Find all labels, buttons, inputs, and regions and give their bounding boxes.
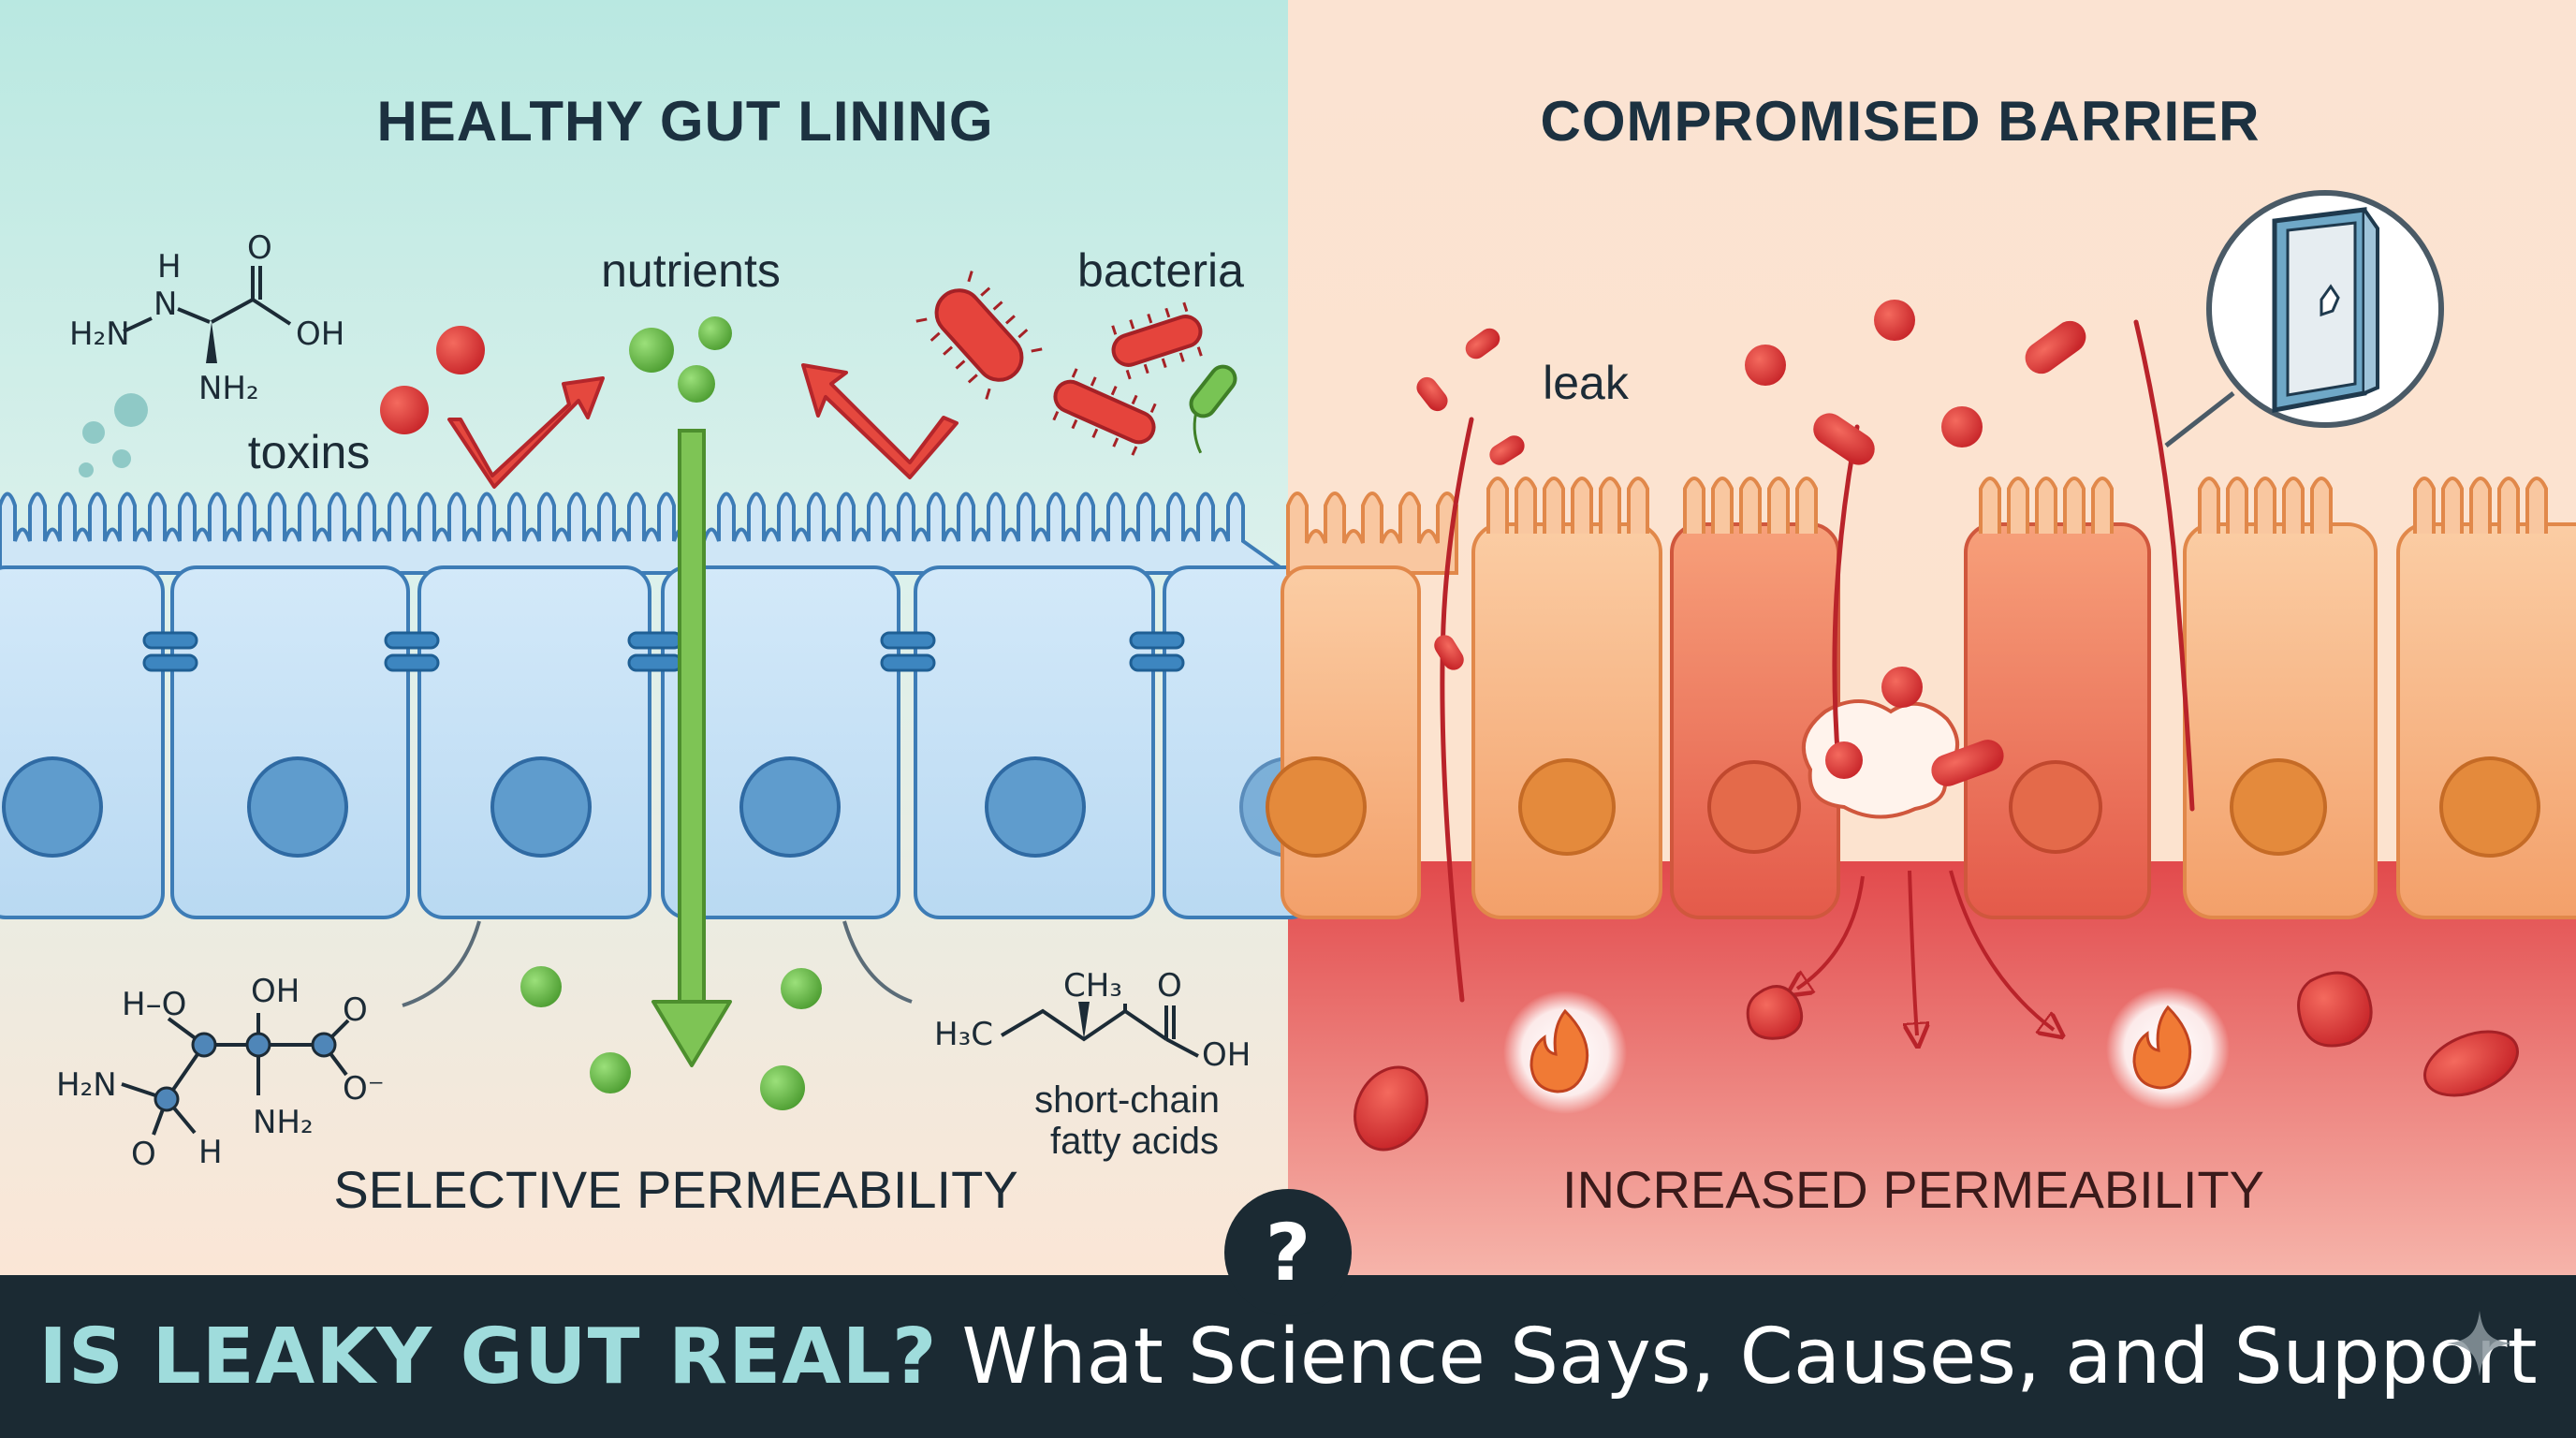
toxin-particle-1 [436,326,485,374]
toxin-bubbles [79,393,148,477]
deflect-arrow-left [447,376,605,489]
svg-text:OH: OH [1202,1036,1251,1074]
immune-cell-2 [2297,971,2373,1048]
nutrient-5 [781,968,822,1009]
red-blood-cell-1 [1354,1065,1428,1152]
svg-text:OH: OH [296,315,344,353]
svg-text:N: N [154,286,177,323]
healthy-title: HEALTHY GUT LINING [376,90,993,153]
red-blood-cell-2 [2422,1030,2520,1097]
connector-right [842,920,913,1004]
nutrient-7 [760,1065,805,1110]
question-mark: ? [1265,1207,1311,1299]
leak-label: leak [1543,357,1630,409]
toxins-label: toxins [248,426,371,478]
healthy-caption: SELECTIVE PERMEABILITY [333,1160,1017,1219]
leaked-particles [1416,300,2086,786]
svg-text:NH₂: NH₂ [253,1104,314,1141]
nutrient-1 [629,328,674,373]
hydrazine-structure: H N H₂N O OH NH₂ [69,229,344,407]
compromised-nucleus-6 [2439,756,2540,858]
compromised-cell-6 [2396,522,2576,919]
tight-junction-icon [142,631,1185,672]
svg-text:O: O [247,229,272,267]
svg-text:O: O [131,1136,156,1173]
flame-icon [1503,990,1627,1114]
door-magnifier-icon [2164,190,2444,448]
compromised-nucleus-4 [2009,760,2102,854]
svg-text:H₂N: H₂N [56,1066,117,1104]
footer-title-strong: IS LEAKY GUT REAL? [38,1312,938,1401]
inflamed-submucosa [1288,861,2576,1275]
bacteria-cluster [915,271,1237,456]
healthy-cell-2 [170,565,410,919]
healthy-cell-1 [0,565,165,919]
compromised-title: COMPROMISED BARRIER [1540,90,2260,153]
compromised-nucleus-3 [1707,760,1801,854]
nutrient-4 [520,966,562,1007]
healthy-brush-border [0,492,1295,575]
svg-text:H: H [198,1134,223,1171]
compromised-cell-5 [2183,522,2378,919]
scfa-structure: CH₃ O H₃C OH [934,967,1251,1074]
nutrient-2 [698,316,732,350]
svg-text:NH₂: NH₂ [198,370,259,407]
leak-arrows [1797,870,2054,1035]
deflect-arrow-right [801,363,959,479]
svg-text:H₃C: H₃C [934,1016,993,1053]
svg-text:H₂N: H₂N [69,315,130,353]
question-icon: ? [1224,1189,1352,1316]
compromised-cell-2 [1471,522,1662,919]
compromised-nucleus-1 [1266,756,1367,858]
footer-title: IS LEAKY GUT REAL? What Science Says, Ca… [0,1275,2576,1438]
connector-left [402,920,481,1007]
svg-text:CH₃: CH₃ [1063,967,1122,1005]
svg-text:H–O: H–O [122,986,186,1023]
compromised-nucleus-2 [1518,758,1616,856]
healthy-cell-4 [661,565,900,919]
svg-text:OH: OH [251,973,300,1010]
healthy-epithelium [0,492,1340,919]
flame-icon [2106,987,2230,1110]
healthy-nucleus-1 [2,756,103,858]
nutrients-label: nutrients [601,244,781,297]
svg-text:O⁻: O⁻ [343,1070,385,1108]
compromised-epithelium [1266,477,2576,919]
compromised-nucleus-5 [2230,758,2327,856]
compromised-brush-border-1 [1286,492,1458,575]
scfa-label-line2: fatty acids [1050,1121,1219,1162]
nutrient-3 [678,365,715,403]
compromised-caption: INCREASED PERMEABILITY [1562,1160,2264,1219]
footer-title-rest: What Science Says, Causes, and Support [961,1312,2538,1401]
healthy-nucleus-3 [490,756,592,858]
absorption-arrow-icon [651,429,732,1067]
sparkle-icon [2447,1311,2512,1376]
svg-text:O: O [1157,967,1182,1005]
healthy-nucleus-2 [247,756,348,858]
svg-text:H: H [157,248,182,286]
amino-acid-structure: H–O OH O O⁻ H₂N NH₂ O H [56,973,385,1173]
healthy-nucleus-5 [985,756,1086,858]
healthy-cell-5 [914,565,1155,919]
compromised-cell-4 [1964,522,2151,919]
healthy-cell-3 [417,565,651,919]
compromised-cell-1 [1281,565,1421,919]
compromised-villi [1486,477,2548,534]
nutrient-6 [590,1052,631,1093]
bacteria-label: bacteria [1077,244,1244,297]
healthy-nucleus-4 [739,756,841,858]
toxin-particle-2 [380,386,429,434]
scfa-label-line1: short-chain [1034,1079,1220,1121]
junction-rupture [1801,699,1960,819]
immune-cell-1 [1746,985,1804,1040]
